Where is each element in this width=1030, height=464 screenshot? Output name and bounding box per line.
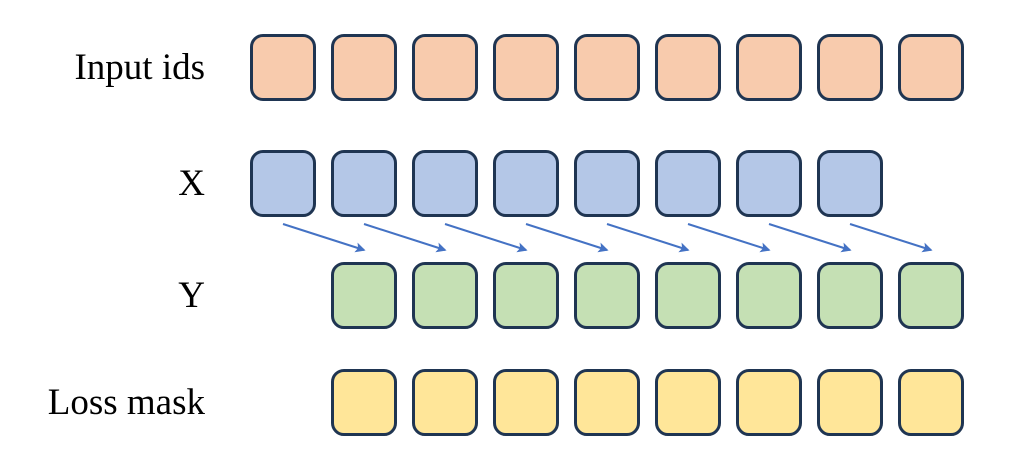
cell-x-6 (655, 150, 721, 217)
shift-arrow-8 (849, 223, 933, 253)
cell-input-ids-3 (412, 34, 478, 101)
cell-y-7 (817, 262, 883, 329)
cell-y-5 (655, 262, 721, 329)
cell-x-2 (331, 150, 397, 217)
cell-input-ids-1 (250, 34, 316, 101)
cell-y-2 (412, 262, 478, 329)
cell-input-ids-4 (493, 34, 559, 101)
shift-arrow-6 (687, 223, 771, 253)
cell-input-ids-7 (736, 34, 802, 101)
shift-arrow-2 (363, 223, 447, 253)
cell-input-ids-6 (655, 34, 721, 101)
row-y: Y (178, 262, 964, 329)
cell-loss-mask-4 (574, 369, 640, 436)
cell-x-4 (493, 150, 559, 217)
cell-y-6 (736, 262, 802, 329)
row-label-input-ids: Input ids (74, 47, 205, 88)
cell-y-4 (574, 262, 640, 329)
shift-arrow-1 (282, 223, 366, 253)
row-x: X (178, 150, 883, 217)
row-loss-mask: Loss mask (48, 369, 964, 436)
cell-y-1 (331, 262, 397, 329)
cell-loss-mask-2 (412, 369, 478, 436)
cell-group-input-ids (250, 34, 964, 101)
cell-input-ids-9 (898, 34, 964, 101)
cell-group-loss-mask (331, 369, 964, 436)
row-label-x: X (178, 163, 205, 204)
shift-arrow-7 (768, 223, 852, 253)
cell-loss-mask-8 (898, 369, 964, 436)
cell-x-5 (574, 150, 640, 217)
shift-arrow-3 (444, 223, 528, 253)
cell-y-3 (493, 262, 559, 329)
shift-arrow-group (282, 223, 933, 253)
cell-loss-mask-1 (331, 369, 397, 436)
cell-input-ids-2 (331, 34, 397, 101)
cell-y-8 (898, 262, 964, 329)
cell-loss-mask-6 (736, 369, 802, 436)
cell-input-ids-5 (574, 34, 640, 101)
cell-group-y (331, 262, 964, 329)
cell-x-8 (817, 150, 883, 217)
cell-x-7 (736, 150, 802, 217)
row-input-ids: Input ids (74, 34, 964, 101)
cell-loss-mask-7 (817, 369, 883, 436)
cell-x-3 (412, 150, 478, 217)
row-label-y: Y (178, 275, 205, 316)
shift-arrow-4 (525, 223, 609, 253)
shift-arrow-5 (606, 223, 690, 253)
cell-loss-mask-5 (655, 369, 721, 436)
cell-input-ids-8 (817, 34, 883, 101)
row-label-loss-mask: Loss mask (47, 382, 205, 423)
cell-x-1 (250, 150, 316, 217)
cell-loss-mask-3 (493, 369, 559, 436)
cell-group-x (250, 150, 883, 217)
